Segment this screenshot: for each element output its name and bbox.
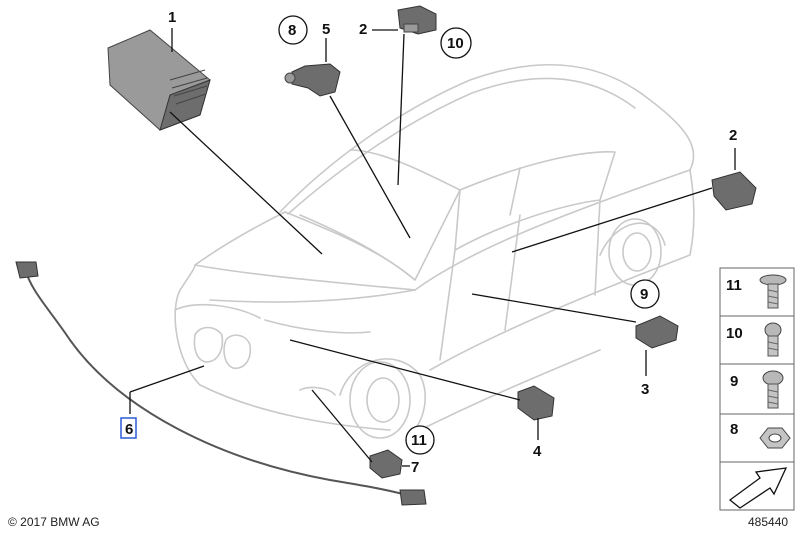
legend-number-8: 8 <box>730 421 738 438</box>
sensor-part-3[interactable] <box>635 315 679 349</box>
sensor-part-5[interactable] <box>284 63 341 97</box>
direction-arrow-icon <box>728 467 788 509</box>
callout-3: 3 <box>641 381 649 398</box>
circled-callout-9: 9 <box>630 279 660 309</box>
short-bolt-icon <box>762 370 784 409</box>
fastener-legend: 11 10 9 8 <box>719 267 795 511</box>
legend-number-10: 10 <box>726 325 743 342</box>
copyright-text: © 2017 BMW AG <box>8 515 100 529</box>
diagram-id: 485440 <box>748 515 788 529</box>
legend-number-9: 9 <box>730 373 738 390</box>
callout-4: 4 <box>533 443 542 460</box>
circled-callout-10: 10 <box>440 27 472 59</box>
cable-part-6[interactable] <box>15 261 427 506</box>
car-outline <box>174 63 695 439</box>
callout-5: 5 <box>322 21 330 38</box>
legend-number-11: 11 <box>726 277 742 294</box>
control-unit-part[interactable] <box>107 29 211 131</box>
sensor-part-2-right[interactable] <box>711 171 757 211</box>
torx-screw-icon <box>764 322 782 357</box>
callout-8: 8 <box>288 22 296 39</box>
sensor-part-7[interactable] <box>369 449 403 479</box>
sensor-part-4[interactable] <box>517 385 555 421</box>
callout-2-top: 2 <box>359 21 367 38</box>
callout-9: 9 <box>640 286 648 303</box>
circled-callout-11: 11 <box>405 425 435 455</box>
callout-6: 6 <box>125 421 133 438</box>
callout-6-group[interactable]: 6 <box>120 417 137 439</box>
highlight-box <box>120 417 137 439</box>
callout-10: 10 <box>447 35 464 52</box>
callout-1: 1 <box>168 9 176 26</box>
callout-7: 7 <box>411 459 419 476</box>
flat-head-screw-icon <box>759 274 787 309</box>
callout-2-right: 2 <box>729 127 737 144</box>
leader-lines <box>129 28 736 467</box>
callout-11: 11 <box>411 432 427 449</box>
hex-nut-icon <box>759 427 791 449</box>
circled-callout-8: 8 <box>278 15 308 45</box>
sensor-part-2-top[interactable] <box>397 5 437 35</box>
